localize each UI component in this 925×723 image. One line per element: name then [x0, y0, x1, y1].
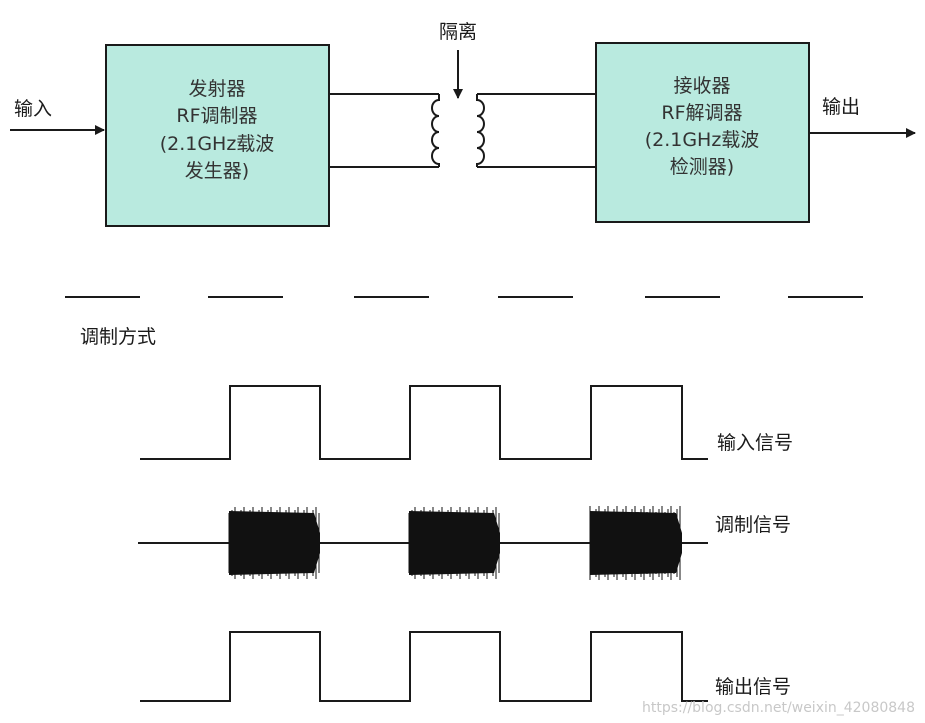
block-diagram: 输入 发射器 RF调制器 (2.1GHz载波 发生器) 隔离 接收器 RF解调器… — [10, 21, 916, 227]
transmitter-line-1: 发射器 — [188, 78, 245, 100]
transmitter-line-4: 发生器) — [185, 160, 249, 182]
watermark: https://blog.csdn.net/weixin_42080848 — [642, 700, 915, 716]
output-label: 输出 — [822, 96, 860, 118]
receiver-line-3: (2.1GHz载波 — [645, 129, 760, 151]
primary-coil — [431, 94, 440, 167]
modulated-signal-label: 调制信号 — [715, 514, 791, 536]
receiver-line-4: 检测器) — [670, 156, 734, 178]
receiver-line-2: RF解调器 — [661, 102, 742, 124]
section-title: 调制方式 — [80, 326, 156, 348]
isolation-label: 隔离 — [439, 21, 477, 43]
modulated-bursts — [228, 506, 682, 580]
input-label: 输入 — [14, 98, 52, 120]
input-signal-waveform — [140, 385, 708, 460]
transmitter-box — [105, 44, 330, 227]
transmitter-line-2: RF调制器 — [176, 105, 257, 127]
secondary-coil — [476, 94, 485, 167]
transmitter-line-3: (2.1GHz载波 — [160, 133, 275, 155]
output-signal-waveform — [140, 631, 708, 702]
receiver-line-1: 接收器 — [673, 75, 730, 97]
input-signal-label: 输入信号 — [717, 432, 793, 454]
output-signal-label: 输出信号 — [715, 676, 791, 698]
